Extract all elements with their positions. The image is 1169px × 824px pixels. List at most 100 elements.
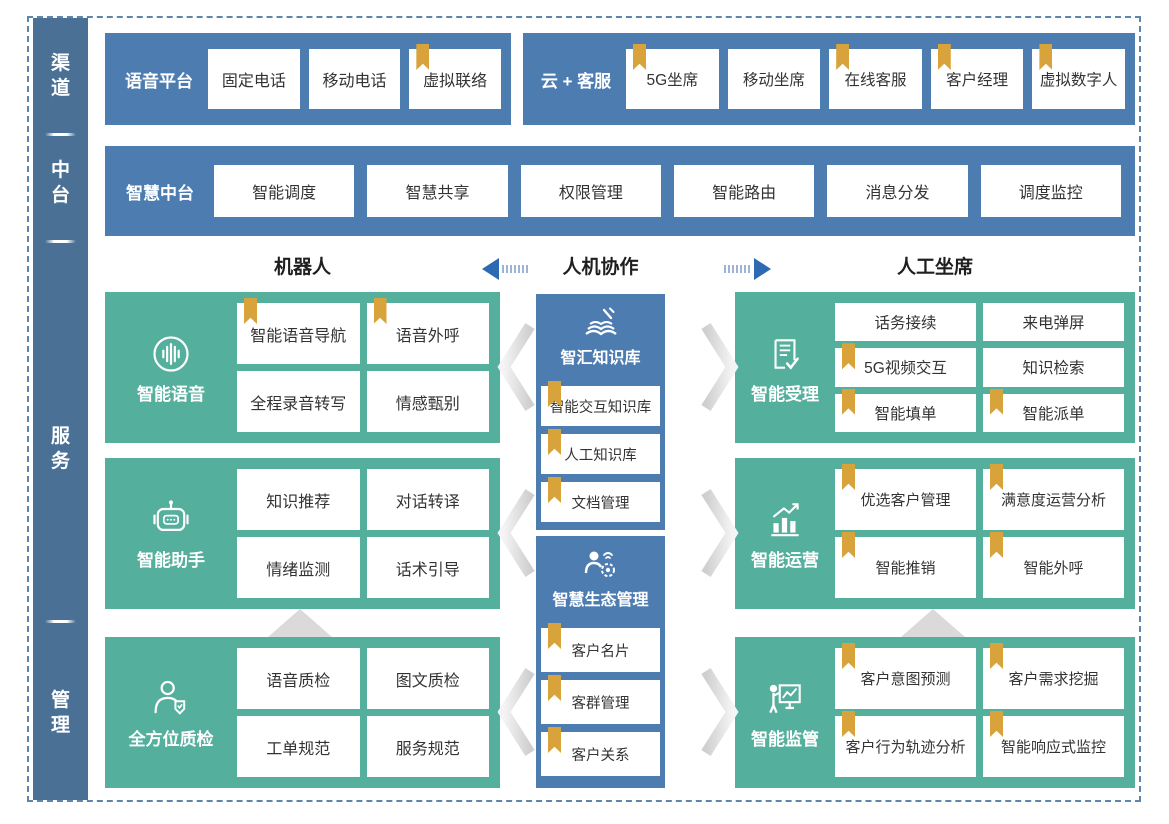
feature-tile: 智能调度 (214, 165, 355, 217)
feature-label: 客户意图预测 (860, 671, 951, 688)
block-title: 智汇知识库 (560, 350, 641, 367)
feature-label: 满意度运营分析 (1000, 492, 1106, 509)
panel-title: 语音平台 (125, 71, 193, 91)
feature-tile: 虚拟数字人 (1032, 44, 1125, 109)
feature-label: 智能调度 (252, 185, 317, 202)
block-title: 智能监管 (751, 729, 819, 749)
feature-tile: 服务规范 (366, 716, 489, 777)
feature-label: 语音质检 (266, 672, 331, 690)
feature-tile: 知识推荐 (237, 469, 360, 530)
bookmark-icon (937, 44, 951, 70)
ecosystem-management-block: 智慧生态管理 客户名片 客群管理 客户关系 (536, 536, 665, 788)
bookmark-icon (548, 727, 561, 753)
feature-label: 全程录音转写 (250, 395, 347, 413)
feature-tile: 智能外呼 (983, 532, 1124, 598)
feature-label: 客户关系 (571, 747, 630, 764)
feature-tile: 智慧共享 (367, 165, 508, 217)
feature-tile: 智能填单 (835, 388, 976, 432)
feature-tile: 知识检索 (983, 348, 1124, 387)
feature-tile: 对话转译 (366, 469, 489, 530)
bookmark-icon (842, 711, 855, 737)
bookmark-icon (836, 44, 850, 70)
bookmark-icon (842, 643, 855, 669)
voice-platform-panel: 语音平台 固定电话 移动电话 虚拟联络 (105, 33, 511, 125)
feature-tile: 情感甄别 (366, 371, 489, 432)
chevron-left-icon (497, 668, 535, 756)
feature-label: 语音外呼 (395, 327, 460, 345)
feature-label: 情绪监测 (266, 561, 331, 579)
monitor-presenter-icon (764, 676, 806, 722)
voice-waveform-icon (149, 331, 193, 377)
feature-label: 来电弹屏 (1022, 315, 1085, 333)
feature-label: 消息分发 (865, 185, 930, 202)
feature-tile: 智能响应式监控 (983, 711, 1124, 777)
bookmark-icon (842, 343, 855, 370)
feature-tile: 在线客服 (829, 44, 922, 109)
feature-label: 知识推荐 (266, 493, 331, 511)
feature-tile: 来电弹屏 (983, 303, 1124, 342)
arrow-head (754, 258, 771, 280)
feature-tile: 客户经理 (930, 44, 1024, 109)
block-title: 智能受理 (751, 384, 819, 404)
feature-tile: 消息分发 (827, 165, 968, 217)
feature-label: 工单规范 (266, 740, 331, 758)
feature-tile: 客户行为轨迹分析 (835, 711, 976, 777)
feature-tile: 全程录音转写 (237, 371, 360, 432)
sidebar-divider (45, 620, 76, 623)
feature-tile: 人工知识库 (541, 429, 660, 474)
feature-tile: 满意度运营分析 (983, 464, 1124, 530)
quality-inspection-block: 全方位质检 语音质检 图文质检 工单规范 服务规范 (105, 637, 500, 788)
chevron-left-icon (497, 323, 535, 411)
quality-inspector-icon (149, 676, 193, 722)
knowledge-book-icon (580, 304, 622, 344)
feature-label: 智能推销 (875, 560, 936, 577)
block-header: 智能监管 (735, 648, 835, 777)
triangle-up-icon (901, 609, 965, 637)
feature-label: 智能响应式监控 (1000, 739, 1106, 756)
feature-tile: 固定电话 (208, 49, 300, 109)
feature-tile: 虚拟联络 (409, 44, 502, 109)
feature-tile: 移动坐席 (727, 49, 821, 109)
feature-label: 智能派单 (1022, 405, 1085, 423)
growth-chart-icon (764, 497, 806, 543)
feature-label: 人工知识库 (564, 447, 637, 464)
bookmark-icon (990, 388, 1003, 415)
arrow-right-icon (721, 258, 771, 280)
feature-label: 知识检索 (1022, 360, 1085, 378)
block-header: 智能受理 (735, 303, 835, 432)
sidebar-label: 中台 (50, 160, 70, 206)
feature-label: 智慧共享 (405, 185, 470, 202)
bookmark-icon (548, 675, 561, 701)
feature-label: 权限管理 (558, 185, 623, 202)
agent-section-title: 人工坐席 (896, 257, 973, 278)
bookmark-icon (842, 532, 855, 558)
feature-tile: 图文质检 (366, 648, 489, 709)
block-header: 全方位质检 (105, 648, 237, 777)
feature-tile: 客户关系 (541, 727, 660, 776)
sidebar-label: 服务 (50, 426, 70, 472)
block-header: 智能语音 (105, 303, 237, 432)
chevron-right-icon (701, 668, 739, 756)
cloud-service-panel: 云 + 客服 5G坐席 移动坐席 在线客服 客户经理 虚拟数字人 (523, 33, 1135, 125)
arrow-dash-tail (502, 265, 529, 273)
feature-tile: 情绪监测 (237, 537, 360, 598)
panel-title: 智慧中台 (126, 183, 194, 203)
bookmark-icon (842, 464, 855, 490)
block-header: 智能运营 (735, 469, 835, 598)
block-title: 智能语音 (137, 384, 205, 404)
feature-tile: 客户需求挖掘 (983, 643, 1124, 709)
feature-label: 对话转译 (395, 493, 460, 511)
feature-label: 智能外呼 (1023, 560, 1084, 577)
feature-label: 情感甄别 (395, 395, 460, 413)
sidebar-item-channel: 渠道 (33, 51, 88, 101)
sidebar-label: 渠道 (50, 53, 70, 99)
feature-tile: 权限管理 (520, 165, 661, 217)
feature-label: 客户行为轨迹分析 (845, 739, 966, 756)
sidebar-label: 管理 (50, 690, 70, 736)
triangle-up-icon (268, 609, 332, 637)
feature-label: 客群管理 (571, 695, 630, 712)
feature-tile: 话务接续 (835, 303, 976, 342)
feature-tile: 智能派单 (983, 388, 1124, 432)
feature-label: 5G视频交互 (864, 360, 947, 378)
sidebar-item-management: 管理 (33, 688, 88, 738)
